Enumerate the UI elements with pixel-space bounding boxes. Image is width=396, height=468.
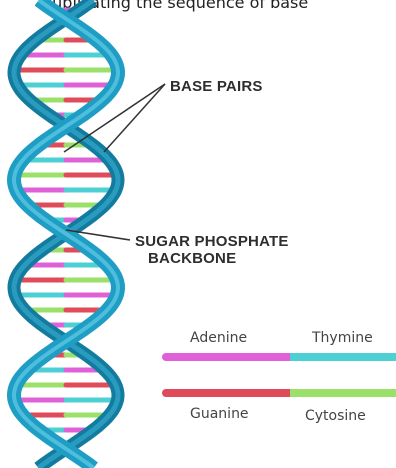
backbone-label-line2: BACKBONE xyxy=(148,250,236,267)
backbone-label-line1: SUGAR PHOSPHATE xyxy=(135,233,289,250)
legend-guanine: Guanine xyxy=(190,406,249,422)
legend-bars xyxy=(166,357,396,393)
legend-thymine: Thymine xyxy=(312,330,373,346)
legend-cytosine: Cytosine xyxy=(305,408,366,424)
base-pairs-label: BASE PAIRS xyxy=(170,78,263,95)
legend-adenine: Adenine xyxy=(190,330,247,346)
